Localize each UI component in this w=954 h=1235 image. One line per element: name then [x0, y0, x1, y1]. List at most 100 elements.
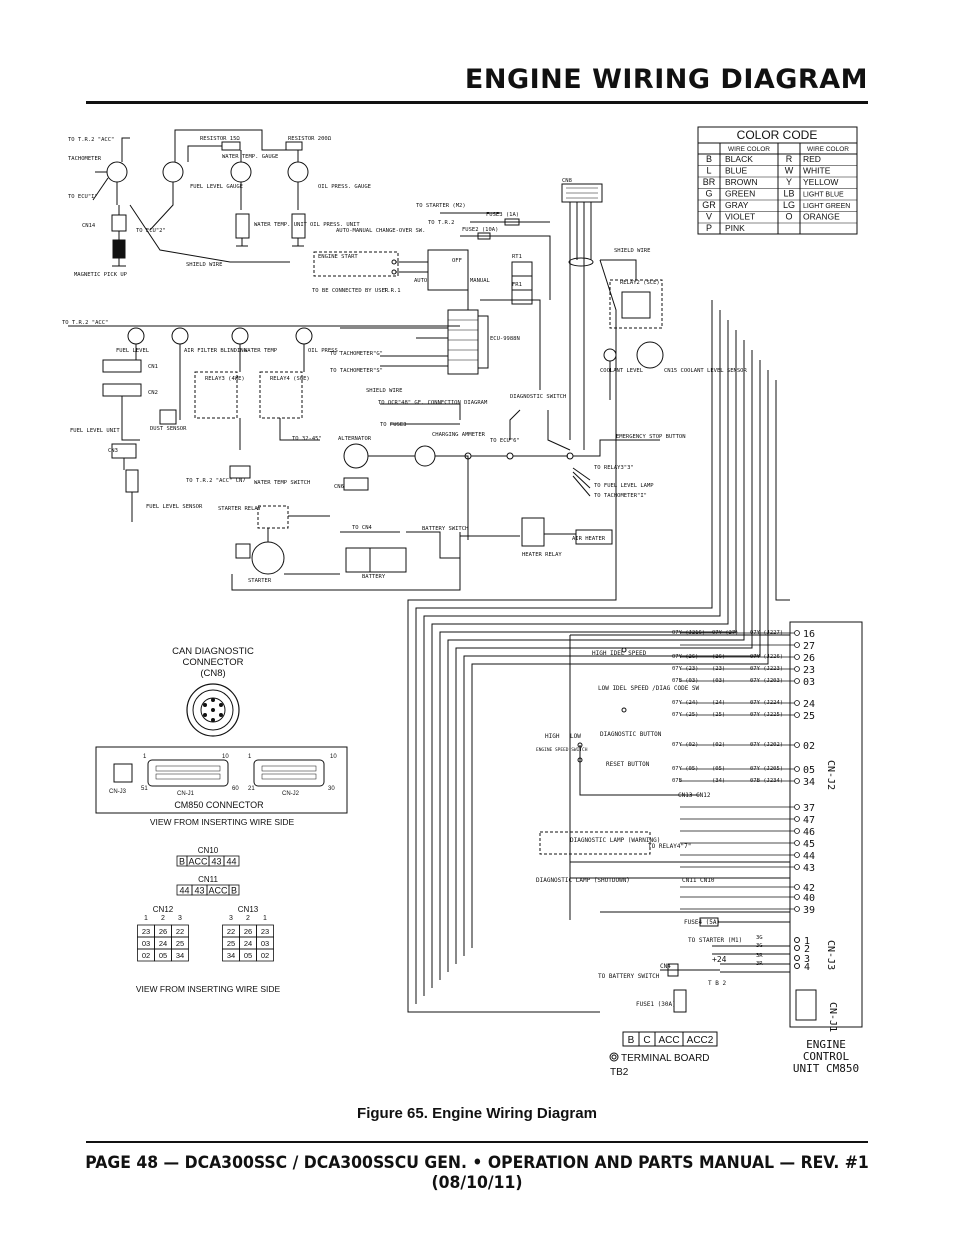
- label-fuel-level-gauge: FUEL LEVEL GAUGE: [190, 184, 243, 190]
- ecu-pin-number: 26: [803, 653, 815, 664]
- ecu-pin-number: 47: [803, 815, 815, 826]
- ecu-pin-number: 40: [803, 893, 815, 904]
- label-tachometer: TACHOMETER: [68, 156, 102, 162]
- label-to-be-connected: TO BE CONNECTED BY USER: [312, 288, 389, 294]
- ecu-pin-number: 44: [803, 851, 815, 862]
- ecu-pin-terminal: [794, 963, 800, 969]
- label-to-tr2: TO T.R.2: [428, 220, 455, 226]
- ecu-pin-number: 03: [803, 677, 815, 688]
- label-cn-j2: CN-J2: [825, 760, 836, 790]
- grid-cell-label: 02: [142, 951, 150, 960]
- label-fuel-level-unit: FUEL LEVEL UNIT: [70, 428, 120, 434]
- wire-label: (34): [712, 778, 725, 784]
- ecu-pin-number: 25: [803, 711, 815, 722]
- label-pin-21: 21: [248, 786, 255, 792]
- gauge-cluster: TO T.R.2 "ACC" TACHOMETER TO ECU"I" TO E…: [68, 129, 371, 278]
- wire-label: 07Y (J205): [750, 766, 783, 772]
- cc-color: WHITE: [803, 166, 831, 176]
- label-heater-relay: HEATER RELAY: [522, 552, 562, 558]
- label-fuel-level: FUEL LEVEL: [116, 348, 150, 354]
- wire-label: 07Y (24): [672, 700, 699, 706]
- label-to-tach-g: TO TACHOMETER"G": [330, 351, 383, 357]
- tb2-cell-label: ACC2: [687, 1035, 714, 1046]
- sensor-row: TO T.R.2 "ACC" FUEL LEVEL AIR FILTER BLI…: [62, 320, 460, 522]
- ecu-pin-terminal: [794, 654, 800, 660]
- cc-color: RED: [803, 154, 821, 164]
- label-cn3: CN3: [108, 448, 118, 454]
- wire-label: 07B (03): [672, 678, 699, 684]
- can-title-line: CONNECTOR: [182, 657, 243, 668]
- ecu-pin-number: 39: [803, 905, 815, 916]
- cc-code: BR: [703, 177, 716, 187]
- ecu-pin-terminal: [794, 766, 800, 772]
- bottom-rule: [86, 1141, 868, 1143]
- label-engine-start: ENGINE START: [318, 254, 358, 260]
- label-fuel-level-sensor: FUEL LEVEL SENSOR: [146, 504, 203, 510]
- connector-cell-label: 44: [179, 886, 189, 896]
- tachometer-gauge-icon: [106, 161, 128, 183]
- label-to-32-45: TO 32-45": [292, 436, 322, 442]
- page-footer: PAGE 48 — DCA300SSC / DCA300SSCU GEN. • …: [85, 1153, 869, 1193]
- label-cn12: CN12: [153, 905, 174, 914]
- cc-code: Y: [786, 177, 792, 187]
- ecu-pin-number: 45: [803, 839, 815, 850]
- wire-label: 07Y (J226): [750, 654, 783, 660]
- label-ecu: ECU-9988N: [490, 336, 520, 342]
- label-auto-manual: AUTO-MANUAL CHANGE-OVER SW.: [336, 228, 425, 234]
- label-pin-10a: 10: [222, 754, 229, 760]
- label-starter: STARTER: [248, 578, 272, 584]
- wire-label: 07Y (J203): [750, 678, 783, 684]
- tb2-cell-label: ACC: [658, 1035, 679, 1046]
- cc-code: O: [785, 212, 792, 222]
- ecu-pin-number: 2: [804, 944, 810, 955]
- tb2-cell-label: B: [628, 1035, 635, 1046]
- ecu-pin-terminal: [794, 778, 800, 784]
- ecu-pin-terminal: [794, 906, 800, 912]
- cc-color: BROWN: [725, 177, 758, 187]
- color-code-title: COLOR CODE: [737, 128, 818, 142]
- label-to-tr2-acc-cn7: TO T.R.2 "ACC" CN7: [186, 478, 246, 484]
- connector-cell-label: B: [231, 886, 237, 896]
- label-to-ecu-2: TO ECU"2": [136, 228, 166, 234]
- cc-color: ORANGE: [803, 212, 840, 222]
- page-title: ENGINE WIRING DIAGRAM: [464, 64, 868, 95]
- label-pin-51: 51: [141, 786, 148, 792]
- label-charging-ammeter: CHARGING AMMETER: [432, 432, 486, 438]
- cc-color: PINK: [725, 223, 745, 233]
- top-rule: [86, 101, 868, 104]
- label-relay2: RELAY2 (SCE): [620, 280, 660, 286]
- wire-label: 07Y (J227): [750, 630, 783, 636]
- wire-label: (24): [712, 700, 725, 706]
- label-to-cn4: TO CN4: [352, 525, 373, 531]
- label-to-ecu-6: TO ECU"6": [490, 438, 520, 444]
- label-to-tr2-acc-2: TO T.R.2 "ACC": [62, 320, 108, 326]
- power-block: TO OCR"48" GE. CONNECTION DIAGRAM TO FUS…: [218, 394, 686, 591]
- wire-label: 3G: [756, 935, 763, 941]
- wire-label: (23): [712, 666, 725, 672]
- wire-label: 07Y (02): [672, 742, 699, 748]
- label-manual: MANUAL: [470, 278, 491, 284]
- ecu-pin-number: 43: [803, 863, 815, 874]
- cc-code: G: [705, 189, 712, 199]
- grid-cell-label: 02: [261, 951, 269, 960]
- label-cn11: CN11: [198, 875, 218, 884]
- cc-color: LIGHT GREEN: [803, 203, 850, 210]
- cc-color: BLUE: [725, 166, 748, 176]
- label-to-tr2-acc: TO T.R.2 "ACC": [68, 137, 114, 143]
- ecu-pin-terminal: [794, 804, 800, 810]
- ecu-pin-terminal: [794, 840, 800, 846]
- cc-color: GRAY: [725, 200, 749, 210]
- label-diag-lamp-warning: DIAGNOSTIC LAMP (WARNING): [570, 837, 660, 844]
- label-shield-wire3: SHIELD WIRE: [366, 388, 402, 394]
- label-fuse4: FUSE4 (5A): [684, 919, 720, 926]
- wire-label: 07B (J234): [750, 778, 783, 784]
- label-coolant-level: COOLANT LEVEL: [600, 368, 644, 374]
- label-to-fuse3: TO FUSE3: [380, 422, 407, 428]
- connector-cell-label: 43: [211, 857, 221, 867]
- cc-code: R: [786, 154, 793, 164]
- label-fuse3: FUSE3 (1A): [486, 212, 519, 218]
- label-diag-switch: DIAGNOSTIC SWITCH: [510, 394, 566, 400]
- label-pin-60: 60: [232, 786, 239, 792]
